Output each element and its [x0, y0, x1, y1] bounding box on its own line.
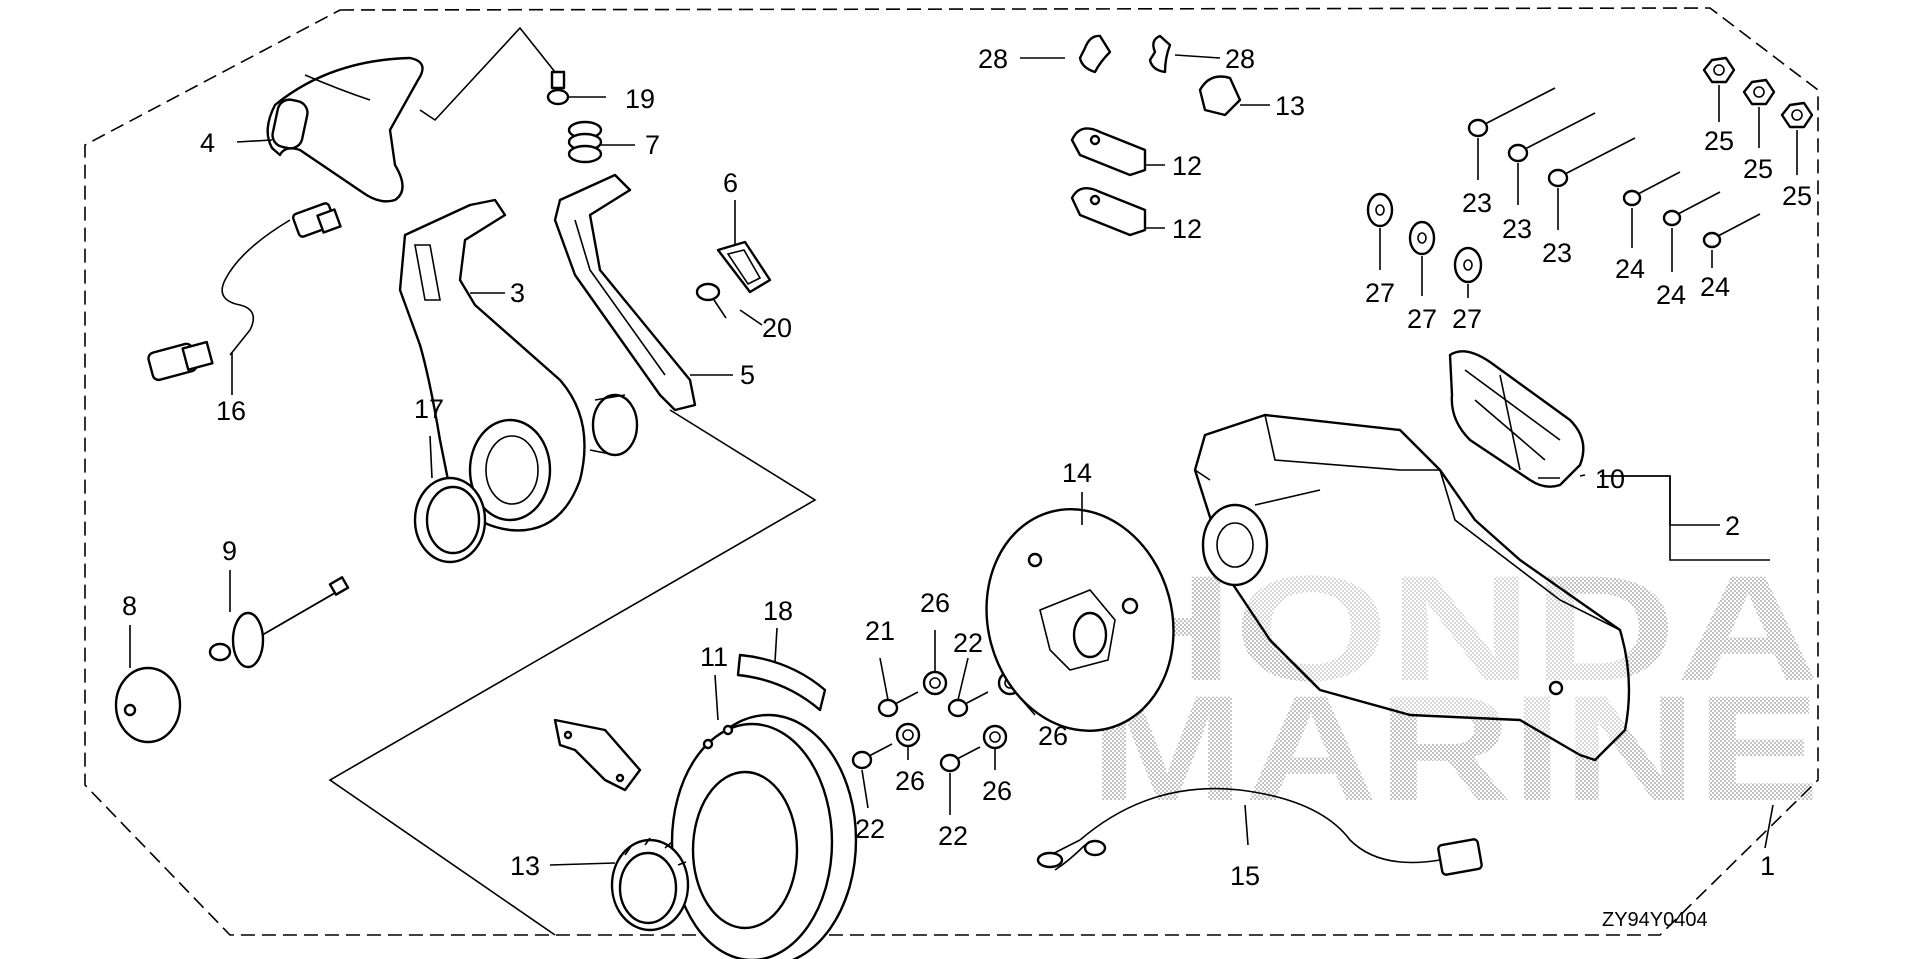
leader-20-zigzag — [419, 26, 556, 122]
callout-22a: 21 — [865, 616, 895, 646]
callout-28a: 28 — [978, 44, 1008, 74]
diagram-code: ZY94Y0404 — [1602, 909, 1708, 931]
part-clamps-12 — [1070, 127, 1147, 237]
callout-22d: 22 — [938, 821, 968, 851]
callout-1: 1 — [1760, 851, 1775, 881]
callout-12a: 12 — [1172, 151, 1202, 181]
callout-17: 16 — [216, 396, 246, 426]
part-harness-16 — [1036, 787, 1483, 876]
leader-lines — [129, 54, 1798, 866]
callout-7: 7 — [645, 130, 660, 160]
callout-5: 5 — [740, 360, 755, 390]
callout-22b: 22 — [953, 628, 983, 658]
part-screw-20 — [546, 70, 570, 106]
part-spring-7 — [567, 120, 603, 164]
callout-21: 20 — [762, 313, 792, 343]
callout-12b: 12 — [1172, 214, 1202, 244]
callout-13: 13 — [1275, 91, 1305, 121]
watermark-line2: MARINE — [1090, 664, 1820, 832]
part-plate-15 — [985, 508, 1175, 732]
part-lever-arm-3 — [398, 198, 639, 532]
assembly-outline — [84, 7, 1819, 936]
callout-14: 13 — [510, 851, 540, 881]
callout-20: 19 — [625, 84, 655, 114]
callout-10: 10 — [1595, 464, 1625, 494]
callout-26d: 26 — [982, 776, 1012, 806]
part-harness-17 — [147, 202, 342, 382]
part-screw-21 — [695, 282, 727, 319]
callout-24c: 24 — [1700, 272, 1730, 302]
part-screws-22 — [851, 691, 989, 773]
part-housing-2 — [1193, 413, 1631, 762]
callout-25c: 25 — [1782, 181, 1812, 211]
callout-11: 11 — [700, 642, 728, 672]
callout-8: 8 — [122, 591, 137, 621]
callout-24a: 24 — [1615, 254, 1645, 284]
callout-25a: 25 — [1704, 126, 1734, 156]
callout-27a: 27 — [1365, 278, 1395, 308]
subassembly-outline — [328, 409, 817, 936]
part-strip-19 — [736, 653, 827, 712]
callout-16: 15 — [1230, 861, 1260, 891]
part-clip-13 — [1198, 75, 1242, 117]
callout-26b: 26 — [1038, 721, 1068, 751]
part-lever-grip — [266, 56, 424, 203]
part-oring-18 — [413, 476, 487, 564]
callout-23a: 23 — [1462, 188, 1492, 218]
callout-27b: 27 — [1407, 304, 1437, 334]
callout-23b: 23 — [1502, 214, 1532, 244]
callout-27c: 27 — [1452, 304, 1482, 334]
callout-6: 6 — [723, 168, 738, 198]
part-cap-8 — [114, 666, 182, 744]
part-gasket-10 — [1448, 350, 1585, 488]
callout-4: 4 — [200, 128, 215, 158]
callout-28b: 28 — [1225, 44, 1255, 74]
callout-9: 9 — [222, 536, 237, 566]
part-plate-6 — [716, 240, 772, 294]
part-bracket-5 — [553, 173, 697, 412]
callout-19: 18 — [763, 596, 793, 626]
callout-23c: 23 — [1542, 238, 1572, 268]
callout-26a: 26 — [920, 588, 950, 618]
part-clips-28 — [1078, 34, 1172, 74]
part-washers-27 — [1366, 192, 1483, 284]
part-screws-23 — [1467, 87, 1636, 188]
part-nuts-25 — [1702, 56, 1814, 129]
callout-25b: 25 — [1743, 154, 1773, 184]
callout-15: 14 — [1062, 458, 1092, 488]
part-shim — [553, 718, 642, 792]
callout-3: 3 — [510, 278, 525, 308]
callout-26c: 26 — [895, 766, 925, 796]
part-gear-14 — [610, 837, 690, 932]
callouts: 4 19 7 6 20 3 5 16 17 9 8 18 11 13 14 15… — [122, 44, 1812, 891]
callout-22c: 22 — [855, 814, 885, 844]
callout-24b: 24 — [1656, 280, 1686, 310]
part-shaft-9 — [208, 576, 350, 669]
callout-2: 2 — [1725, 511, 1740, 541]
callout-18: 17 — [414, 394, 444, 424]
part-screws-24 — [1622, 171, 1761, 249]
part-housing-11 — [670, 713, 858, 959]
